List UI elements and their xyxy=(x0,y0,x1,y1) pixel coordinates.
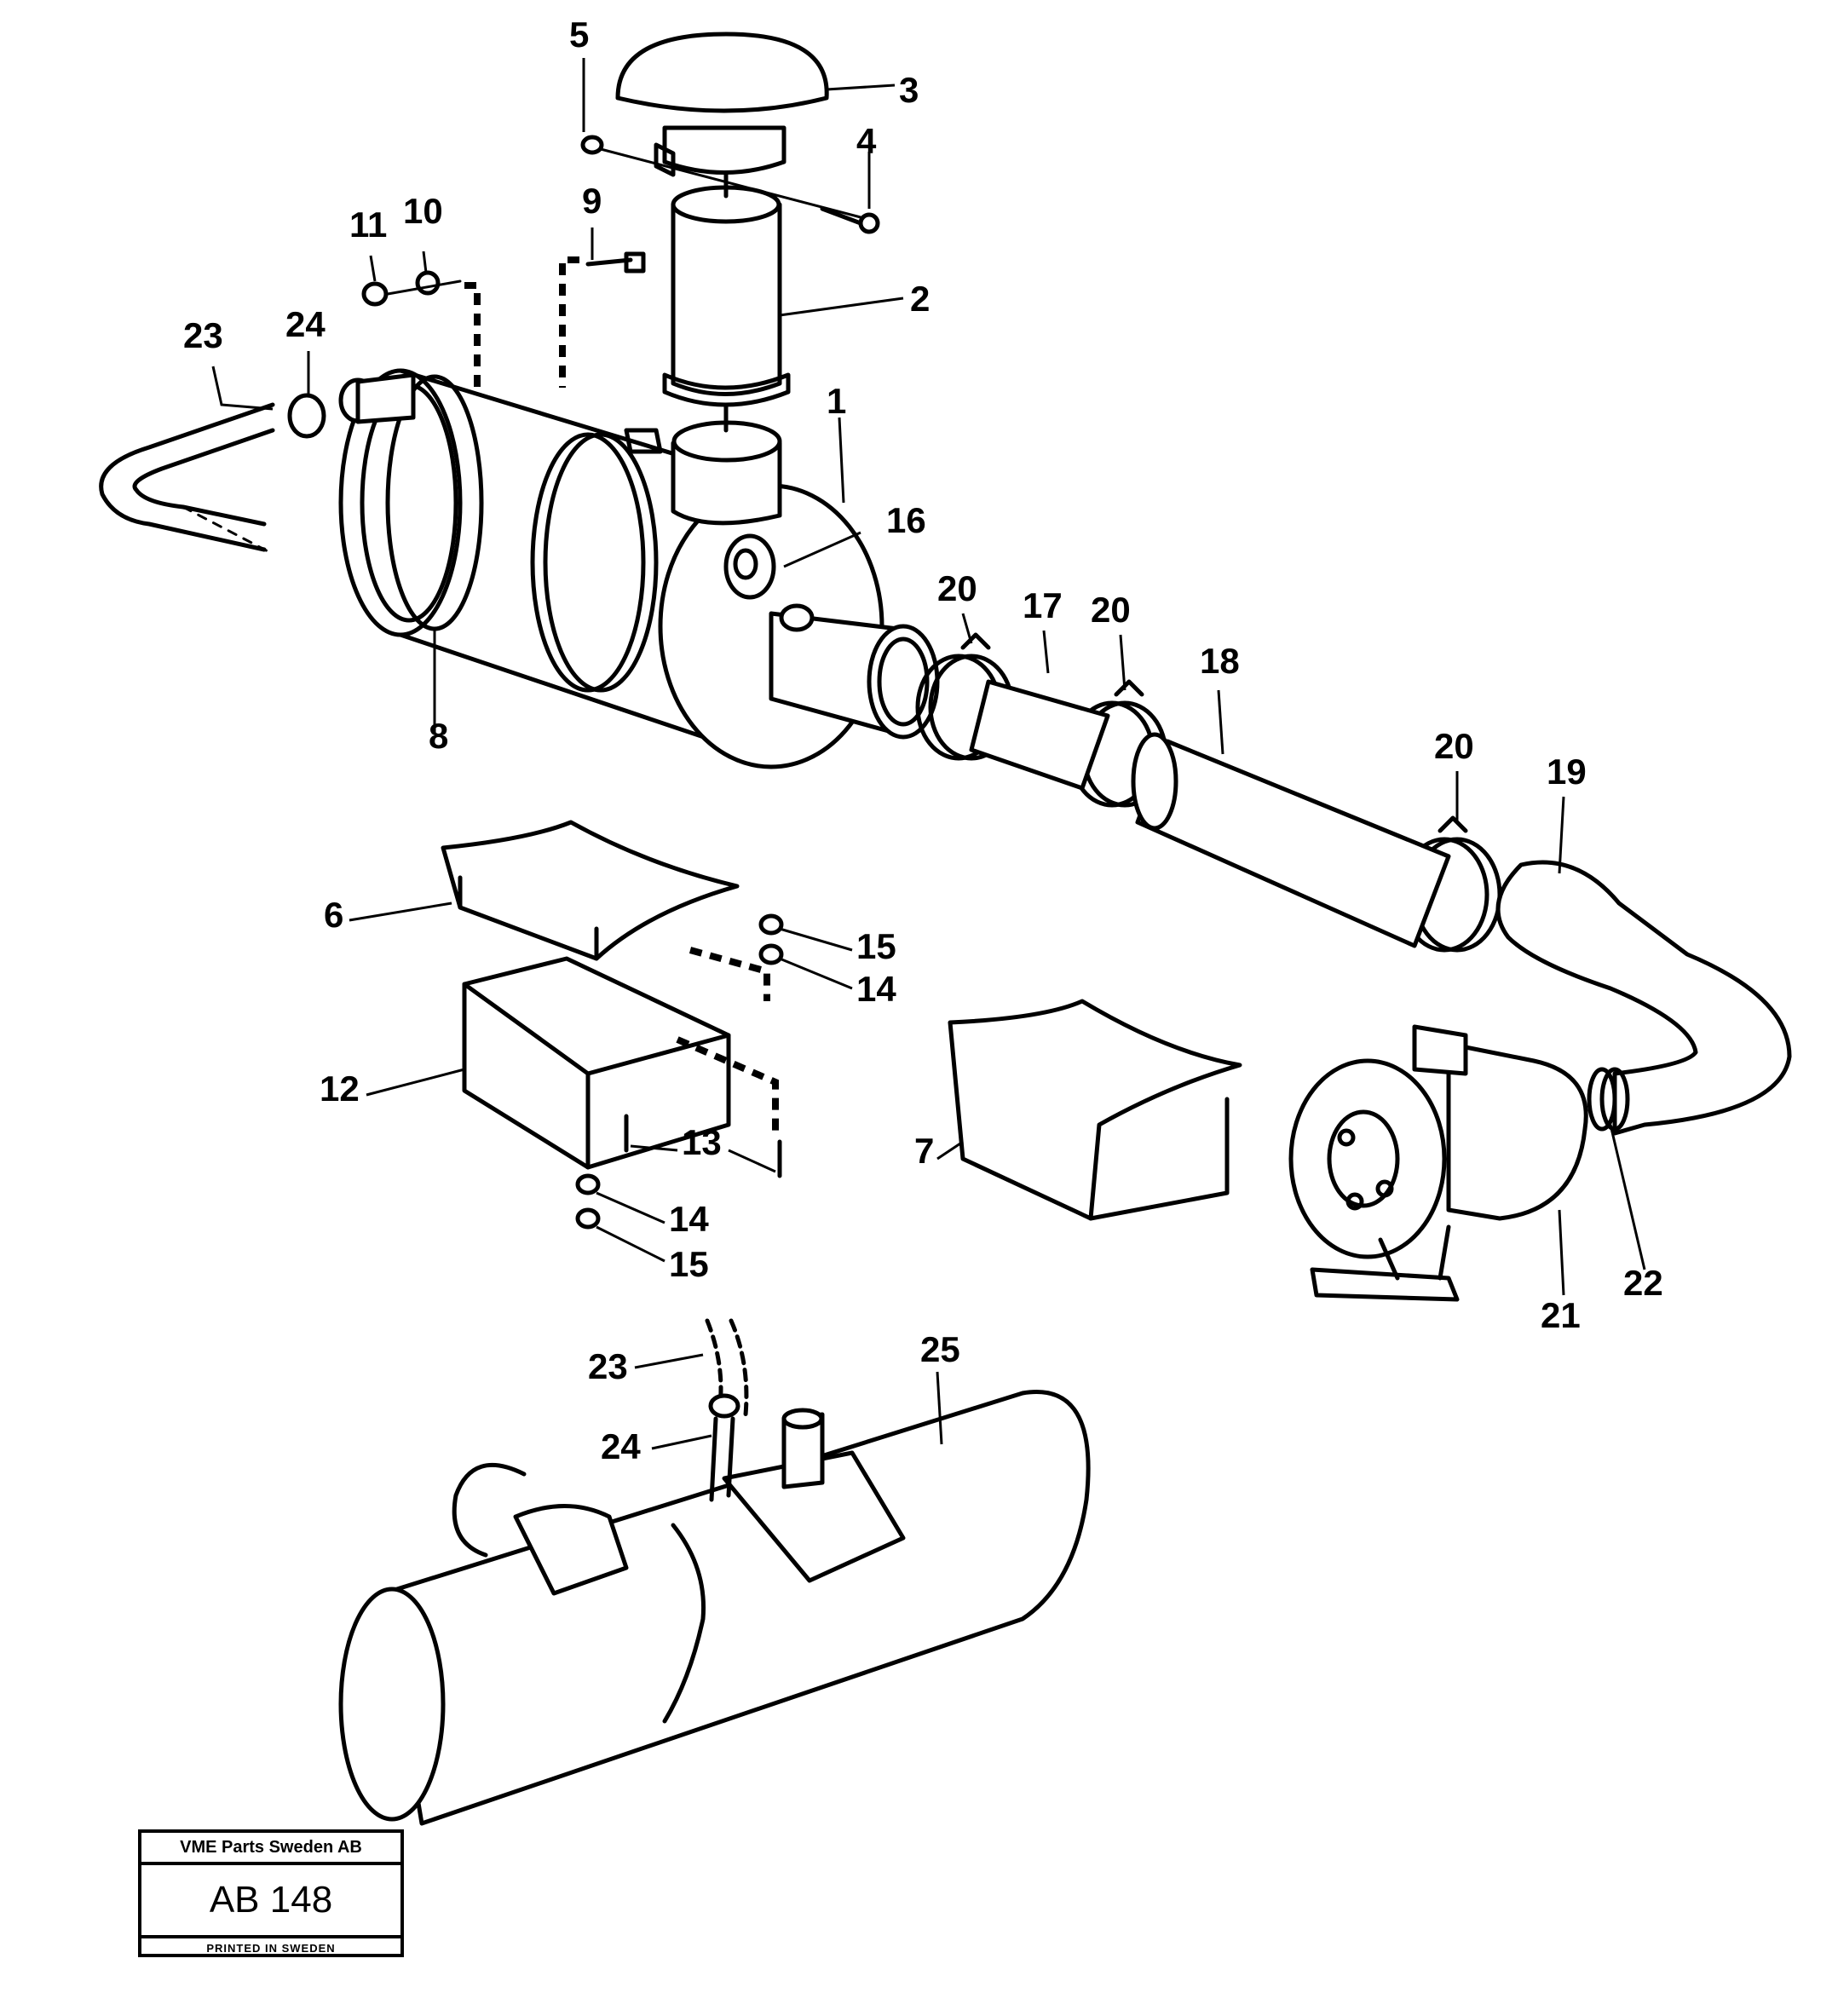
bracket-fasteners xyxy=(575,913,784,1230)
callout-24b: 24 xyxy=(601,1426,641,1466)
callout-9: 9 xyxy=(582,181,602,221)
callout-23b: 23 xyxy=(588,1346,628,1386)
callout-15a: 15 xyxy=(856,926,896,966)
inlet-pipe-icon xyxy=(662,185,791,433)
leader-lines xyxy=(211,58,1646,1450)
callout-17: 17 xyxy=(1023,585,1063,625)
stamp-printed: PRINTED IN SWEDEN xyxy=(141,1935,400,1957)
hose-icon xyxy=(99,372,416,556)
callout-18: 18 xyxy=(1200,641,1240,681)
callout-5: 5 xyxy=(569,14,589,55)
rain-cap-icon xyxy=(615,32,829,199)
callout-24: 24 xyxy=(285,304,326,344)
callout-20c: 20 xyxy=(1434,726,1474,766)
callout-labels: 5 3 4 9 11 10 2 23 24 1 16 20 17 20 18 8… xyxy=(183,14,1663,1466)
callout-20b: 20 xyxy=(1091,590,1131,630)
callout-14b: 14 xyxy=(669,1199,709,1239)
callout-6: 6 xyxy=(324,895,343,935)
callout-7: 7 xyxy=(914,1131,934,1171)
stamp-company: VME Parts Sweden AB xyxy=(141,1833,400,1865)
hose-17-icon xyxy=(969,679,1110,791)
callout-22: 22 xyxy=(1623,1263,1663,1303)
hose-19-icon xyxy=(1495,860,1792,1136)
callout-4: 4 xyxy=(856,121,877,161)
hose-18-icon xyxy=(1131,732,1451,948)
callout-25: 25 xyxy=(920,1329,960,1369)
callout-3: 3 xyxy=(899,70,919,110)
silencer-icon xyxy=(338,1318,1091,1826)
callout-2: 2 xyxy=(910,279,930,319)
callout-14a: 14 xyxy=(856,969,896,1009)
title-stamp: VME Parts Sweden AB AB 148 PRINTED IN SW… xyxy=(138,1829,404,1957)
fastener-icons xyxy=(361,135,880,307)
air-cleaner-housing-icon xyxy=(338,368,940,769)
callout-10: 10 xyxy=(403,191,443,231)
bracket-icon xyxy=(441,820,1242,1221)
callout-23: 23 xyxy=(183,315,223,355)
callout-16: 16 xyxy=(886,500,926,540)
callout-21: 21 xyxy=(1541,1295,1581,1335)
callout-19: 19 xyxy=(1547,752,1587,792)
stamp-code: AB 148 xyxy=(209,1879,333,1921)
turbocharger-icon xyxy=(1288,1024,1630,1302)
callout-15b: 15 xyxy=(669,1244,709,1284)
callout-8: 8 xyxy=(429,716,448,756)
callout-12: 12 xyxy=(320,1068,360,1109)
callout-11: 11 xyxy=(349,204,387,245)
callout-1: 1 xyxy=(827,381,846,421)
callout-13: 13 xyxy=(682,1122,722,1162)
callout-20a: 20 xyxy=(937,568,977,608)
